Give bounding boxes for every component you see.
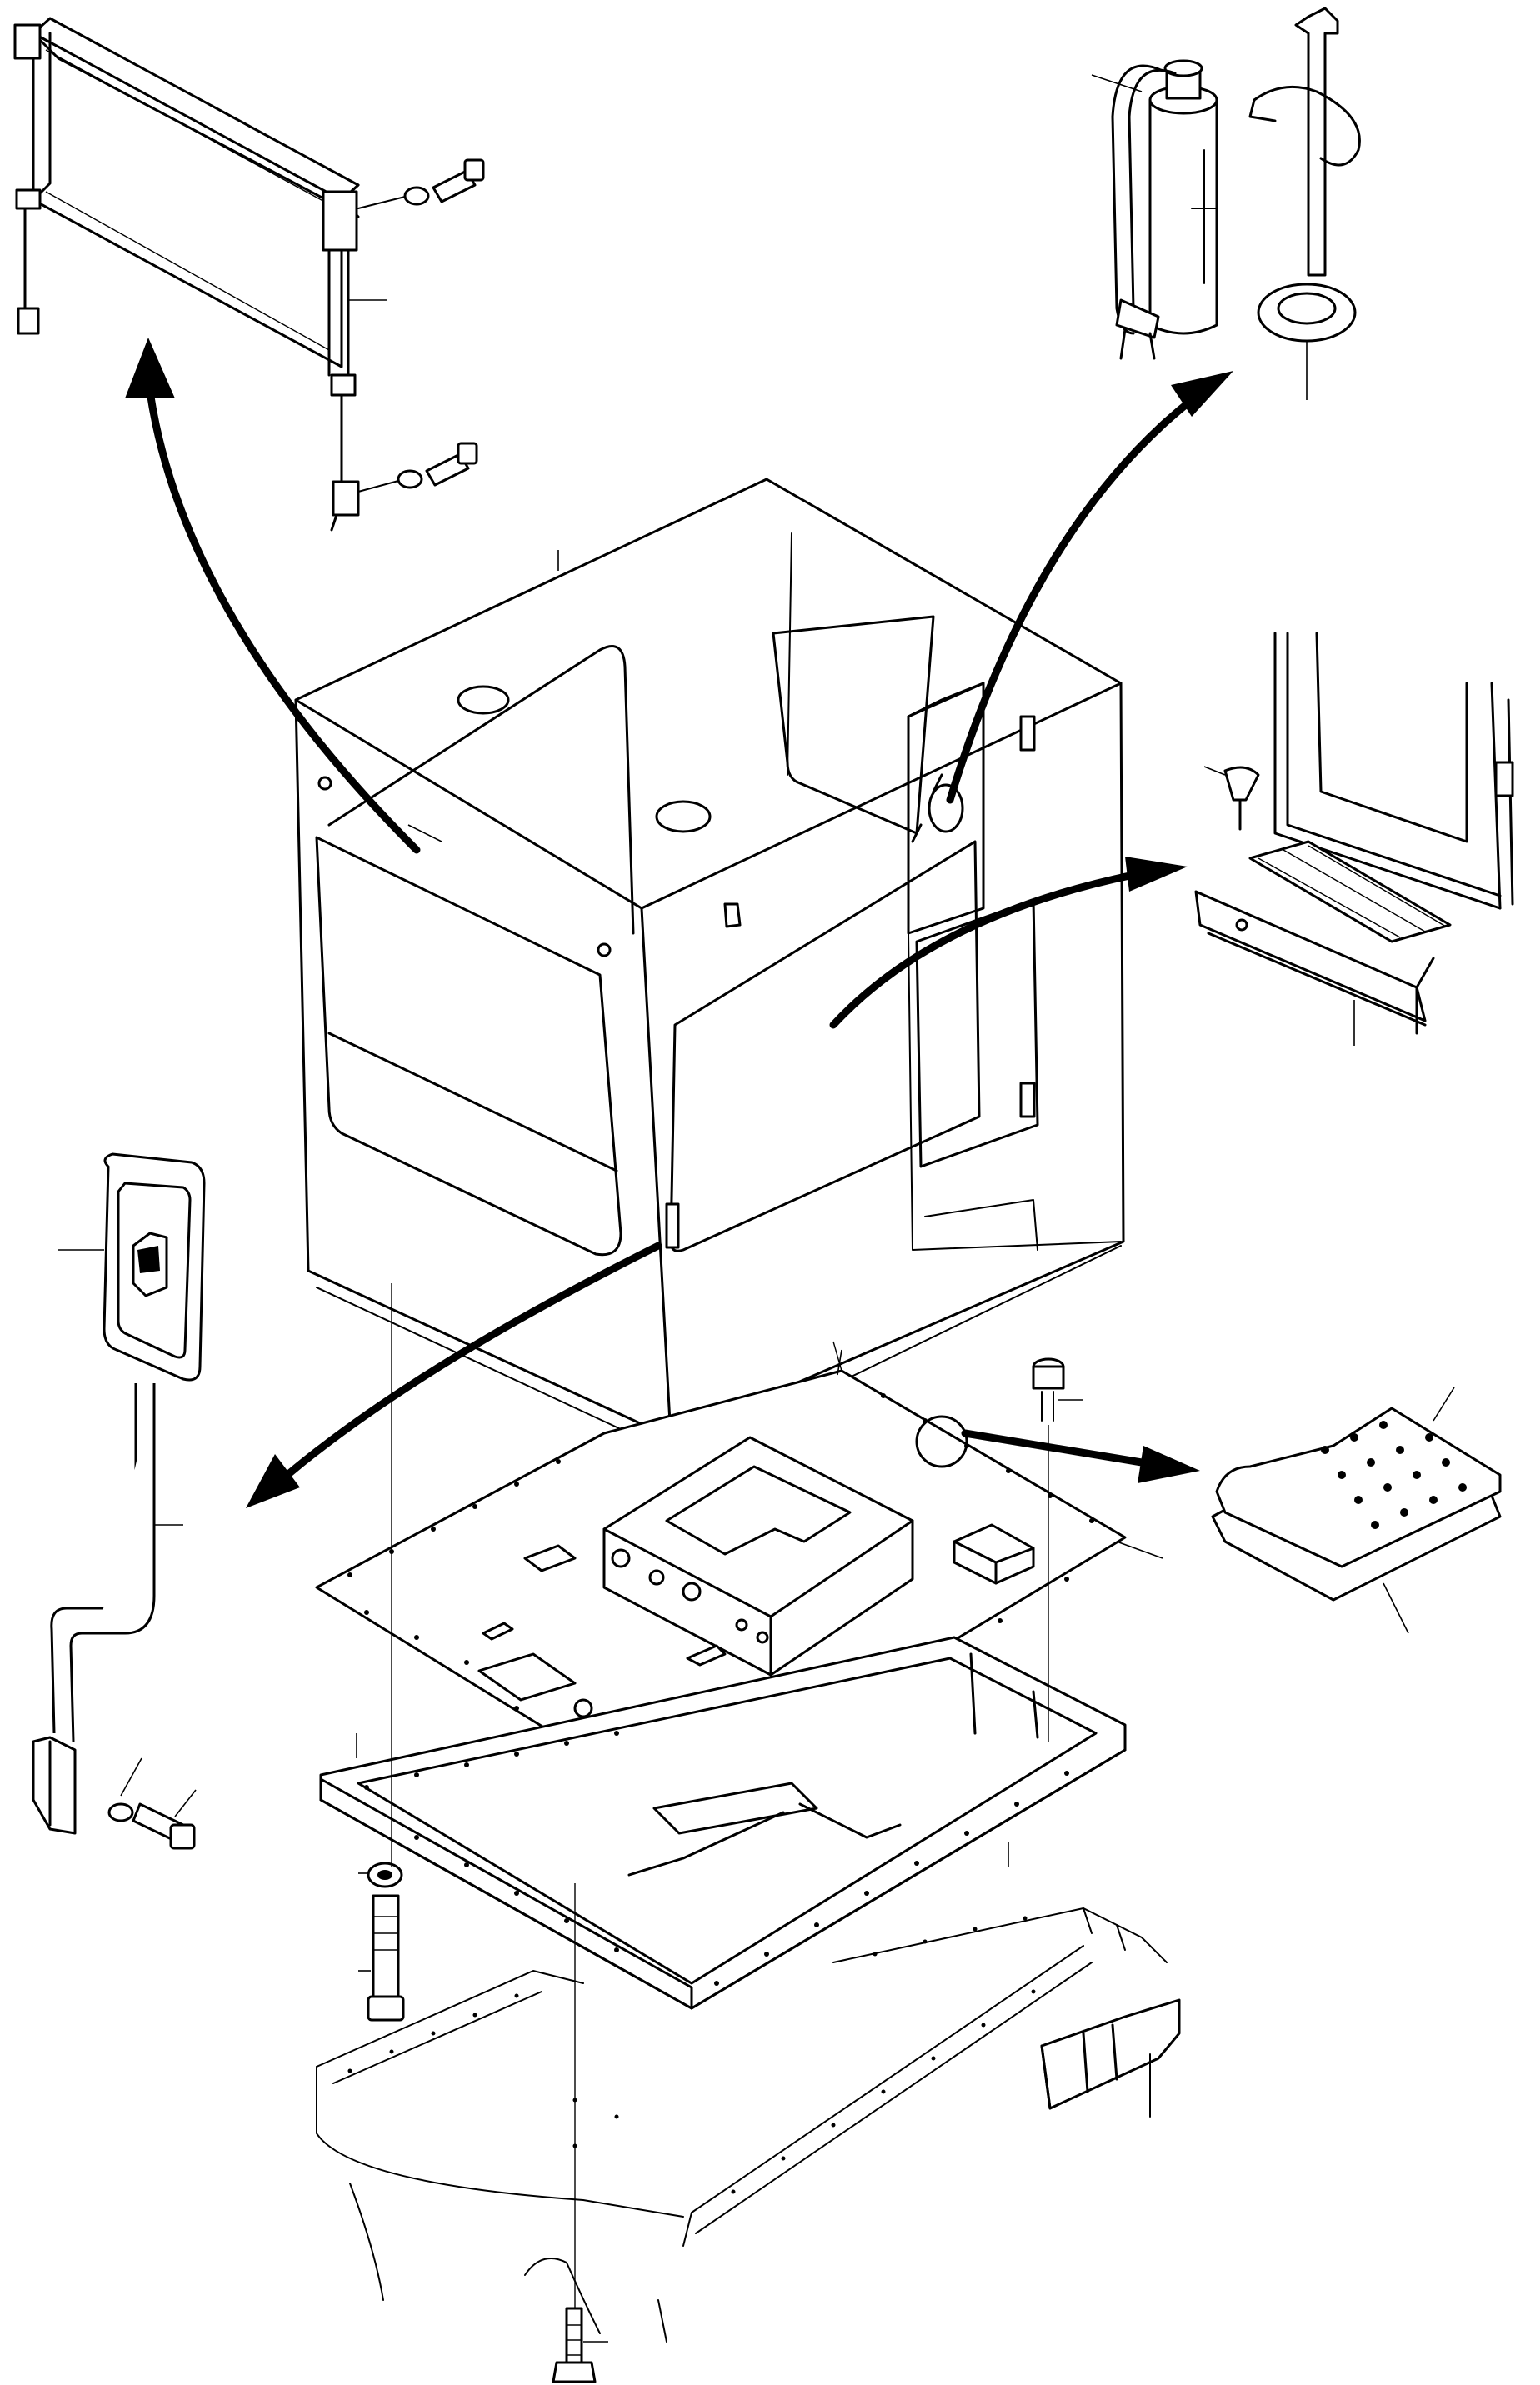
radiator-condenser-icon	[13, 17, 485, 532]
alignment-lines	[391, 1283, 1049, 2308]
bottom-bolt-icon	[552, 2307, 608, 2383]
floor-screw-icon	[1032, 1358, 1083, 1422]
floor-plate-icon	[315, 1349, 1163, 1810]
door-sill-strip-icon	[1194, 632, 1514, 1046]
receiver-drier-bottle-icon	[1091, 7, 1361, 400]
subframe-icon	[319, 1636, 1127, 2010]
chassis-frame-icon	[316, 1908, 1181, 2342]
cab-body-icon	[294, 478, 1125, 1459]
mirror-assembly-icon	[32, 1152, 206, 1850]
mount-bolt-icon	[358, 1862, 405, 2022]
callout-arrows	[125, 338, 1233, 1508]
floor-mat-icon	[1211, 1387, 1502, 1634]
